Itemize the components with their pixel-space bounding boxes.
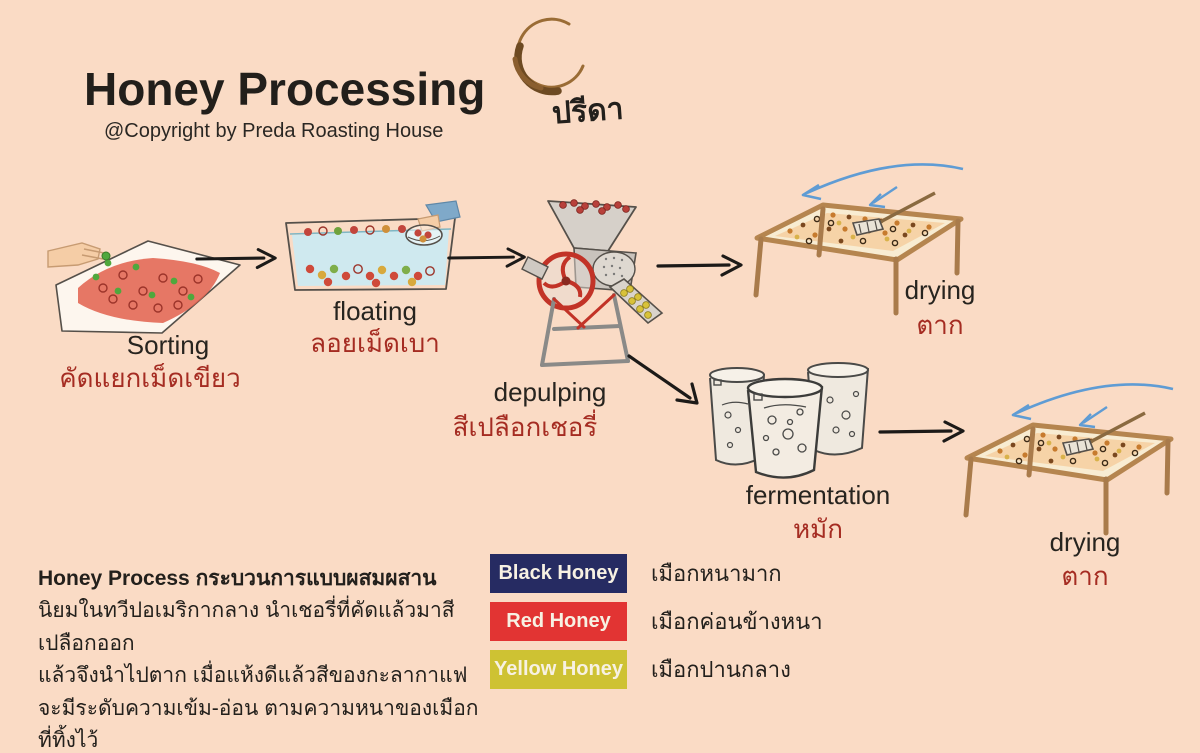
flywheel-icon (536, 251, 596, 311)
arrow-depulping-to-fermentation (624, 350, 709, 412)
fermentation-label: fermentation (745, 480, 891, 510)
brand-logo (503, 14, 608, 104)
floating-illustration (278, 200, 463, 300)
description-line: จะมีระดับความเข้ม-อ่อน ตามความหนาของเมือ… (38, 696, 479, 753)
drying-bottom-illustration (955, 383, 1180, 538)
description-line: นิยมในทวีปอเมริกากลาง นำเชอรี่ที่คัดแล้ว… (38, 599, 455, 655)
legend-row-black-honey: Black Honey เมือกหนามาก (490, 554, 782, 593)
description-line: แล้วจึงนำไปตาก เมื่อแห้งดีแล้วสีของกะลาก… (38, 664, 468, 688)
hand-scoop-icon (405, 200, 461, 246)
arrow-floating-to-depulping (446, 246, 528, 270)
sorting-illustration (47, 233, 248, 341)
description-block: Honey Process กระบวนการแบบผสมผสาน นิยมใน… (38, 562, 488, 753)
brand-logo-thai-text: ปรีดา (550, 92, 625, 131)
drying-top-thai-label: ตาก (916, 310, 964, 340)
hand-icon (47, 242, 111, 268)
depulping-label: depulping (493, 377, 607, 407)
floating-label: floating (333, 296, 417, 326)
sorting-thai-label: คัดแยกเม็ดเขียว (59, 363, 241, 393)
red-honey-badge: Red Honey (490, 602, 627, 641)
legend-row-yellow-honey: Yellow Honey เมือกปานกลาง (490, 650, 791, 689)
red-honey-desc: เมือกค่อนข้างหนา (651, 609, 823, 634)
copyright-text: @Copyright by Preda Roasting House (104, 120, 444, 142)
floating-thai-label: ลอยเม็ดเบา (310, 328, 440, 358)
sorting-label: Sorting (126, 330, 210, 360)
arrow-depulping-to-drying (655, 253, 745, 279)
black-honey-badge: Black Honey (490, 554, 627, 593)
depulping-illustration (518, 195, 666, 377)
depulping-thai-label: สีเปลือกเชอรี่ (452, 412, 598, 442)
black-honey-desc: เมือกหนามาก (651, 561, 782, 586)
fermentation-thai-label: หมัก (792, 514, 844, 544)
yellow-honey-desc: เมือกปานกลาง (651, 657, 791, 682)
drying-top-label: drying (904, 275, 976, 305)
fermentation-illustration (702, 360, 878, 482)
yellow-honey-badge: Yellow Honey (490, 650, 627, 689)
drying-bottom-label: drying (1049, 527, 1121, 557)
arrow-sorting-to-floating (194, 247, 279, 271)
drying-bottom-thai-label: ตาก (1061, 561, 1109, 591)
page-title: Honey Processing (84, 63, 486, 115)
description-heading: Honey Process กระบวนการแบบผสมผสาน (38, 567, 437, 590)
coffee-ring-icon (512, 17, 585, 96)
legend-row-red-honey: Red Honey เมือกค่อนข้างหนา (490, 602, 823, 641)
